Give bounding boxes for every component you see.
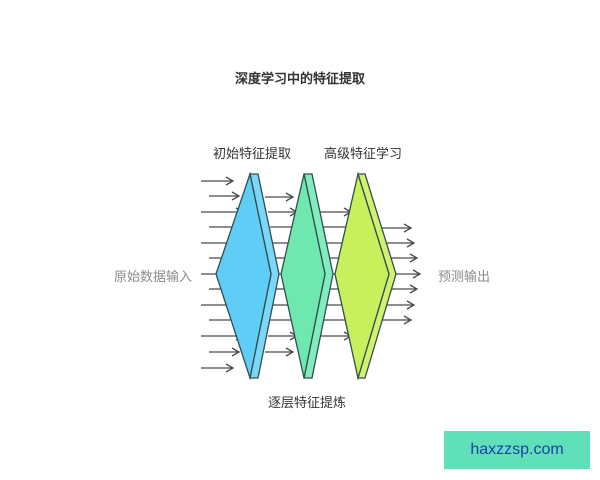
label-raw-data-input: 原始数据输入 xyxy=(114,270,193,285)
layer-1-plate xyxy=(215,171,280,381)
layer-2-plate xyxy=(280,173,334,379)
label-initial-feature-extraction: 初始特征提取 xyxy=(213,147,292,162)
watermark-badge: haxzzsp.com xyxy=(444,431,590,469)
layer-3-plate xyxy=(334,171,397,381)
diagram-title: 深度学习中的特征提取 xyxy=(234,72,365,87)
label-advanced-feature-learning: 高级特征学习 xyxy=(324,147,403,162)
watermark-text: haxzzsp.com xyxy=(470,441,564,458)
label-layerwise-refinement: 逐层特征提炼 xyxy=(268,396,347,411)
label-prediction-output: 预测输出 xyxy=(438,270,491,285)
